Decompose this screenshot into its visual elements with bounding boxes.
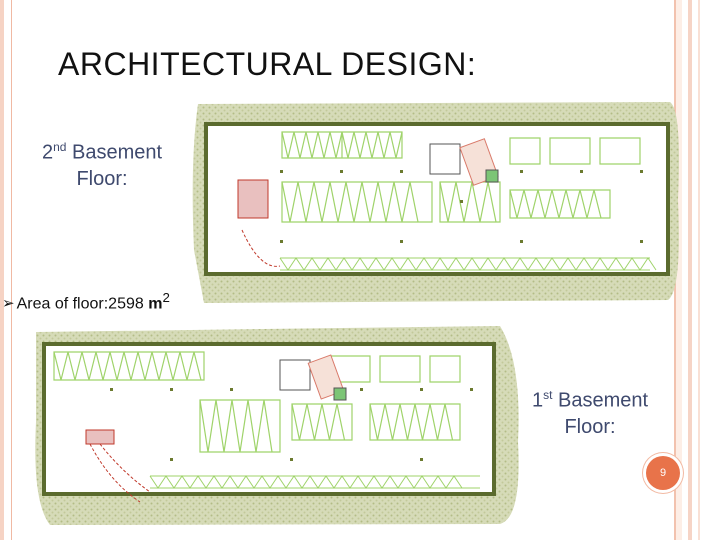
area-text: Area of floor:2598 <box>16 295 149 313</box>
label-line2: Floor: <box>564 415 616 438</box>
area-note: ➢Area of floor:2598 m2 <box>2 290 170 313</box>
columns <box>280 170 643 243</box>
label-number: 1 <box>531 389 544 412</box>
core-stair-lift <box>429 138 499 186</box>
ramp <box>237 179 281 267</box>
label-text: Basement <box>66 141 163 164</box>
label-number: 2 <box>41 141 54 164</box>
slide-frame-left <box>0 0 12 540</box>
page-number-badge: 9 <box>646 456 680 490</box>
area-unit-sup: 2 <box>162 290 170 305</box>
label-line2: Floor: <box>76 167 128 190</box>
area-unit: m <box>148 295 163 313</box>
second-basement-floor-plan <box>192 102 679 303</box>
columns <box>110 388 473 461</box>
slab <box>42 342 496 496</box>
label-suffix: nd <box>53 140 67 154</box>
core-stair-lift <box>279 354 347 401</box>
arrow-bullet-icon: ➢ <box>2 295 15 313</box>
second-basement-label: 2nd Basement Floor: <box>22 134 182 192</box>
first-basement-floor-plan <box>35 326 519 525</box>
parking-bays-bottom-row <box>279 257 657 271</box>
label-suffix: st <box>543 388 553 402</box>
ramp <box>85 429 151 503</box>
slide-title: ARCHITECTURAL DESIGN: <box>58 46 477 82</box>
parking-bays-bottom-row <box>149 475 480 489</box>
parking-bays-top-row <box>53 351 461 383</box>
slab <box>204 122 670 276</box>
label-text: Basement <box>552 389 649 412</box>
parking-bays-top-row <box>281 131 641 165</box>
parking-bays-middle <box>199 399 461 453</box>
first-basement-label: 1st Basement Floor: <box>508 382 672 440</box>
